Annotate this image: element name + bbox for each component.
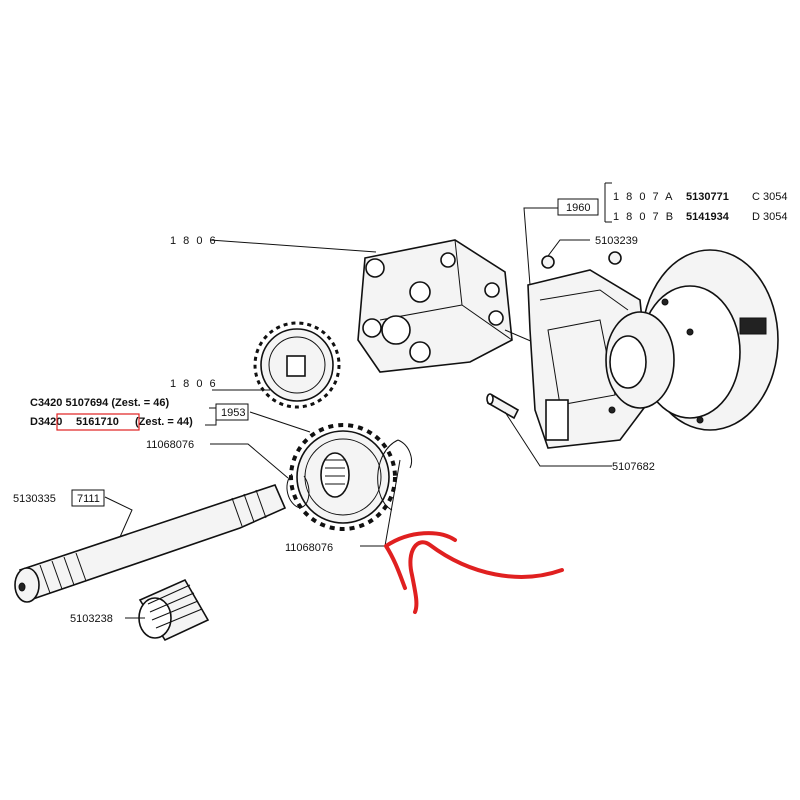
highlight-box-5161710 <box>56 413 140 431</box>
label-d3054: D 3054 <box>752 211 787 223</box>
ref-box-7111 <box>71 489 105 507</box>
clutch-drum <box>605 249 779 431</box>
splined-shaft <box>14 484 287 603</box>
label-1960: 1960 <box>566 202 590 214</box>
label-variant-d-suffix: (Zest. = 44) <box>135 416 193 428</box>
label-1953: 1953 <box>221 407 245 419</box>
label-5103239: 5103239 <box>595 235 638 247</box>
label-1806-gear: 1 8 0 6 <box>170 378 218 390</box>
circlip-large <box>377 439 412 511</box>
label-5103238: 5103238 <box>70 613 113 625</box>
label-1807b: 1 8 0 7 B <box>613 211 675 223</box>
part-labels: 1 8 0 6 1 8 0 6 C3420 5107694 (Zest. = 4… <box>13 191 787 625</box>
dowel-pin <box>486 393 520 420</box>
red-arrow-head-icon <box>384 531 457 590</box>
label-1807a: 1 8 0 7 A <box>613 191 674 203</box>
label-5107682: 5107682 <box>612 461 655 473</box>
label-5130771: 5130771 <box>686 191 729 203</box>
needle-bearing <box>138 578 210 642</box>
circlip-small <box>286 473 310 509</box>
label-c3054: C 3054 <box>752 191 787 203</box>
hydraulic-pump <box>357 239 541 373</box>
label-11068076-bottom: 11068076 <box>285 542 333 554</box>
red-arrow-shaft <box>408 540 564 614</box>
label-1806-pump: 1 8 0 6 <box>170 235 218 247</box>
label-5130335: 5130335 <box>13 493 56 505</box>
drive-gear-back <box>253 321 341 409</box>
pump-housing-bracket <box>527 251 651 449</box>
red-annotations <box>56 413 564 614</box>
drive-gear-front <box>289 423 397 531</box>
label-5141934: 5141934 <box>686 211 730 223</box>
ref-box-1953 <box>215 403 249 421</box>
label-variant-c: C3420 5107694 (Zest. = 46) <box>30 397 169 409</box>
label-variant-d-part: 5161710 <box>76 416 119 428</box>
label-variant-d-prefix: D3420 <box>30 416 62 428</box>
ref-box-1960 <box>557 198 599 216</box>
label-11068076-top: 11068076 <box>146 439 194 451</box>
label-7111: 7111 <box>77 493 100 505</box>
